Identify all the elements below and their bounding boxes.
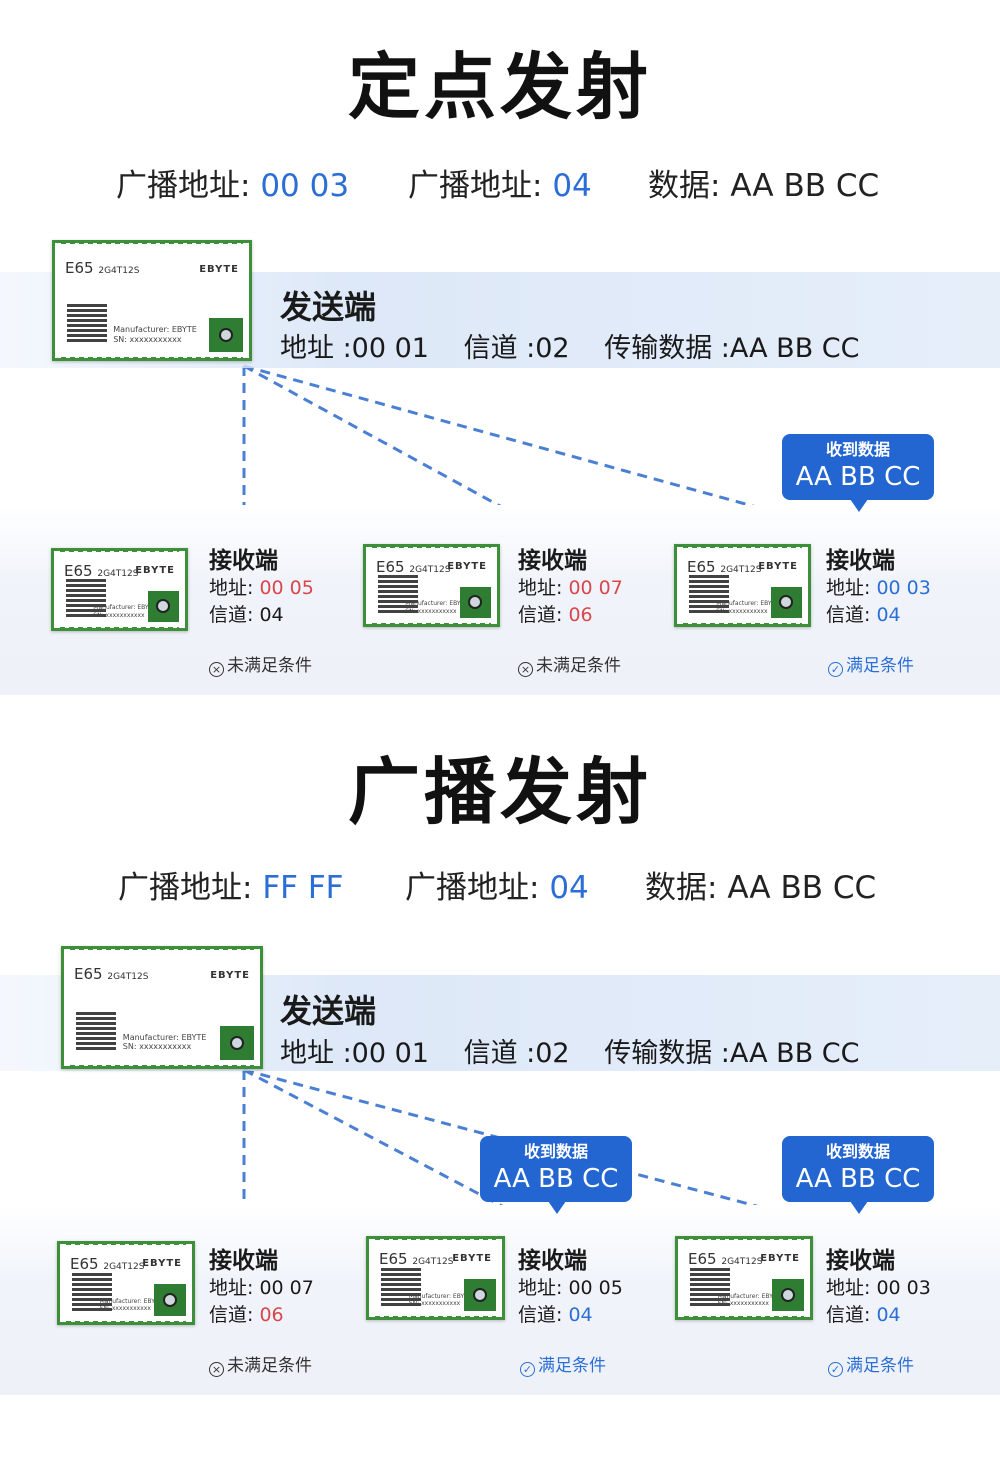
sender-channel: 信道 :02 <box>463 1038 570 1069</box>
param-broadcast-channel: 广播地址: 04 <box>408 168 592 204</box>
receiver-channel: 信道: 04 <box>518 1304 593 1326</box>
receiver-address: 地址: 00 05 <box>518 1277 623 1299</box>
sender-info: 地址 :00 01 信道 :02 传输数据 :AA BB CC <box>280 1031 886 1070</box>
receiver-channel: 信道: 06 <box>209 1304 284 1326</box>
ebyte-logo: EBYTE <box>452 1253 492 1265</box>
sender-address: 地址 :00 01 <box>280 333 429 364</box>
receiver-address: 地址: 00 05 <box>209 577 314 599</box>
ebyte-logo: EBYTE <box>210 970 250 982</box>
qr-code-icon <box>689 573 729 614</box>
section-title: 广播发射 <box>347 750 652 834</box>
receiver-channel: 信道: 06 <box>518 604 593 626</box>
sender-data: 传输数据 :AA BB CC <box>604 333 860 364</box>
receiver-address: 地址: 00 07 <box>518 577 623 599</box>
antenna-connector-icon <box>154 1284 186 1316</box>
antenna-connector-icon <box>464 1279 496 1311</box>
receiver-address: 地址: 00 07 <box>209 1277 314 1299</box>
received-data-bubble: 收到数据 AA BB CC <box>782 1136 934 1214</box>
ebyte-logo: EBYTE <box>758 560 798 572</box>
receiver-title: 接收端 <box>518 548 587 574</box>
status-met: ✓满足条件 <box>520 1351 606 1377</box>
receiver-title: 接收端 <box>826 548 895 574</box>
status-met: ✓满足条件 <box>828 651 914 677</box>
qr-code-icon <box>67 301 107 342</box>
receiver-address: 地址: 00 03 <box>826 577 931 599</box>
qr-code-icon <box>66 577 106 618</box>
param-data: 数据: AA BB CC <box>645 870 877 906</box>
ebyte-logo: EBYTE <box>760 1253 800 1265</box>
param-data: 数据: AA BB CC <box>648 168 880 204</box>
receiver-title: 接收端 <box>826 1248 895 1274</box>
antenna-connector-icon <box>772 1279 804 1311</box>
qr-code-icon <box>381 1266 421 1307</box>
ebyte-logo: EBYTE <box>447 560 487 572</box>
antenna-connector-icon <box>220 1026 254 1060</box>
qr-code-icon <box>72 1271 112 1312</box>
receiver-channel: 信道: 04 <box>826 604 901 626</box>
receiver-title: 接收端 <box>209 548 278 574</box>
sender-address: 地址 :00 01 <box>280 1038 429 1069</box>
param-broadcast-address: 广播地址: 00 03 <box>116 168 350 204</box>
antenna-connector-icon <box>209 318 243 352</box>
ebyte-logo: EBYTE <box>199 263 239 275</box>
sender-data: 传输数据 :AA BB CC <box>604 1038 860 1069</box>
cross-circle-icon: × <box>209 1362 224 1377</box>
check-circle-icon: ✓ <box>828 662 843 677</box>
receiver-title: 接收端 <box>209 1248 278 1274</box>
status-met: ✓满足条件 <box>828 1351 914 1377</box>
status-not-met: ×未满足条件 <box>518 651 621 677</box>
qr-code-icon <box>378 573 418 614</box>
cross-circle-icon: × <box>209 662 224 677</box>
sender-title: 发送端 <box>280 288 377 326</box>
receiver-channel: 信道: 04 <box>826 1304 901 1326</box>
check-circle-icon: ✓ <box>520 1362 535 1377</box>
receiver-title: 接收端 <box>518 1248 587 1274</box>
sender-title: 发送端 <box>280 992 377 1030</box>
cross-circle-icon: × <box>518 662 533 677</box>
check-circle-icon: ✓ <box>828 1362 843 1377</box>
param-broadcast-address: 广播地址: FF FF <box>118 870 344 906</box>
qr-code-icon <box>76 1009 116 1050</box>
ebyte-logo: EBYTE <box>142 1258 182 1270</box>
ebyte-logo: EBYTE <box>135 564 175 576</box>
qr-code-icon <box>690 1266 730 1307</box>
antenna-connector-icon <box>147 590 179 622</box>
received-data-bubble: 收到数据 AA BB CC <box>480 1136 632 1214</box>
receiver-address: 地址: 00 03 <box>826 1277 931 1299</box>
sender-channel: 信道 :02 <box>463 333 570 364</box>
sender-info: 地址 :00 01 信道 :02 传输数据 :AA BB CC <box>280 326 886 365</box>
status-not-met: ×未满足条件 <box>209 1351 312 1377</box>
received-data-bubble: 收到数据 AA BB CC <box>782 434 934 512</box>
status-not-met: ×未满足条件 <box>209 651 312 677</box>
antenna-connector-icon <box>770 586 802 618</box>
receiver-channel: 信道: 04 <box>209 604 284 626</box>
antenna-connector-icon <box>459 586 491 618</box>
param-broadcast-channel: 广播地址: 04 <box>405 870 589 906</box>
section-title: 定点发射 <box>347 45 652 129</box>
